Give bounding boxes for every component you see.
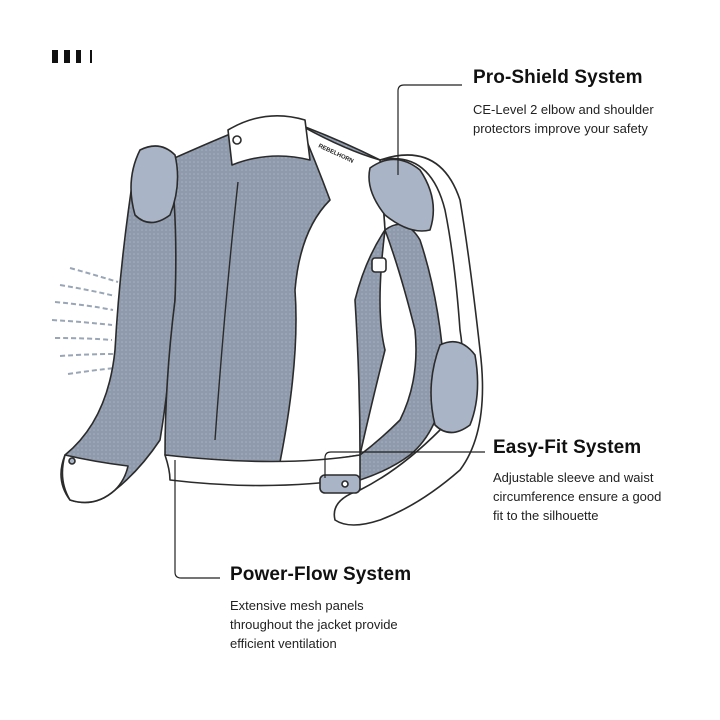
description-line: circumference ensure a good: [493, 489, 662, 504]
description-line: CE-Level 2 elbow and shoulder: [473, 102, 654, 117]
easy-fit-description: Adjustable sleeve and waist circumferenc…: [493, 468, 661, 525]
description-line: throughout the jacket provide: [230, 617, 398, 632]
sleeve-strap: [319, 474, 361, 494]
description-line: fit to the silhouette: [493, 508, 599, 523]
easy-fit-title: Easy-Fit System: [493, 437, 642, 458]
elbow-protector: [430, 340, 479, 434]
description-line: protectors improve your safety: [473, 121, 648, 136]
pro-shield-description: CE-Level 2 elbow and shoulder protectors…: [473, 100, 654, 138]
easy-fit-callout-line: [324, 451, 485, 478]
description-line: efficient ventilation: [230, 636, 337, 651]
power-flow-callout-line: [174, 460, 220, 579]
power-flow-title: Power-Flow System: [230, 564, 412, 585]
shoulder-protector-right: [368, 158, 435, 232]
right-sleeve: [333, 154, 484, 526]
pro-shield-callout-line: [397, 84, 462, 175]
level-bars-icon: [52, 50, 92, 63]
power-flow-description: Extensive mesh panels throughout the jac…: [230, 596, 398, 653]
shoulder-protector-left: [130, 145, 179, 224]
pro-shield-title: Pro-Shield System: [473, 67, 643, 88]
collar: [227, 115, 311, 166]
description-line: Adjustable sleeve and waist: [493, 470, 654, 485]
airflow-lines: [51, 267, 119, 375]
description-line: Extensive mesh panels: [230, 598, 364, 613]
